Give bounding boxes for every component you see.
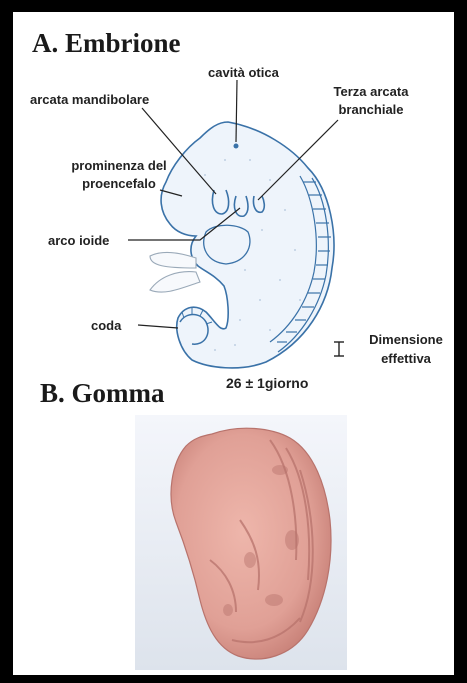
gum-piece bbox=[171, 428, 331, 659]
